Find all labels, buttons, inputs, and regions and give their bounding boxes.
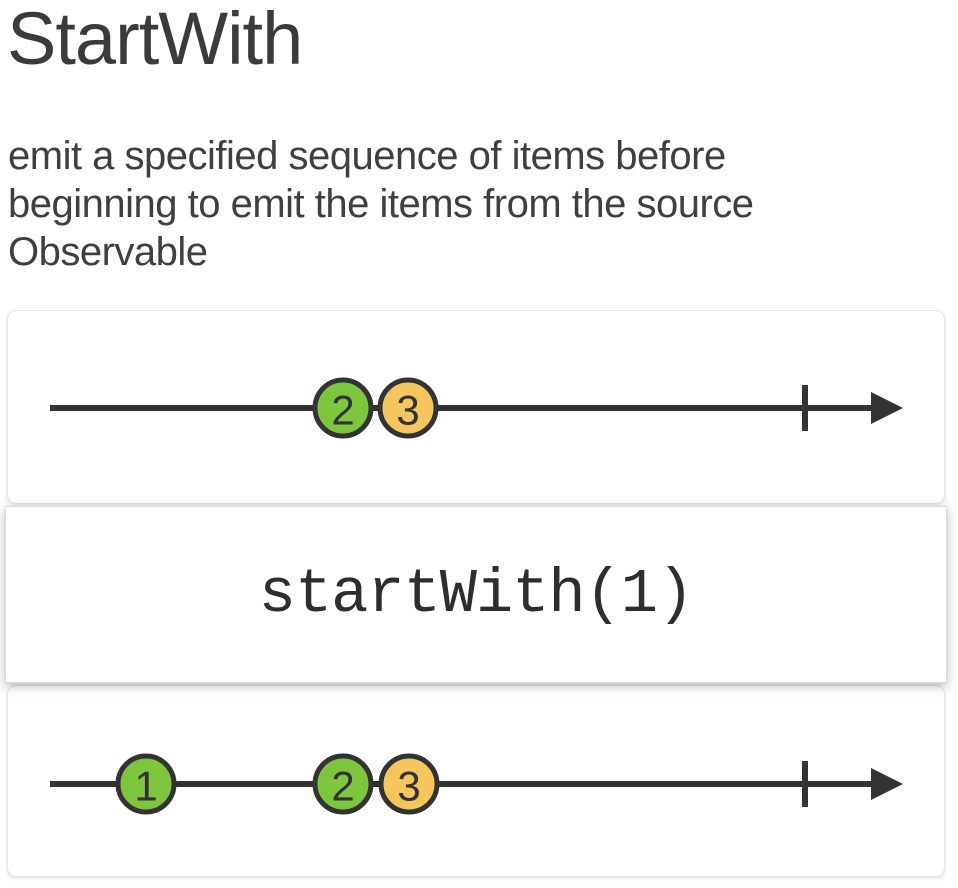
marble-value: 3 [397,763,420,810]
arrow-head-icon [871,768,903,800]
marble-value: 3 [396,387,419,434]
page-title: StartWith [7,0,303,80]
marble [312,377,374,439]
marble [312,753,374,815]
marble [115,753,177,815]
marble-value: 2 [331,763,354,810]
marble-value: 2 [331,387,354,434]
operator-box: startWith(1) [5,506,947,683]
marble [378,753,440,815]
operator-label: startWith(1) [258,559,694,630]
operator-description: emit a specified sequence of items befor… [8,134,754,274]
marble [377,377,439,439]
marble-value: 1 [134,763,157,810]
arrow-head-icon [871,392,903,424]
